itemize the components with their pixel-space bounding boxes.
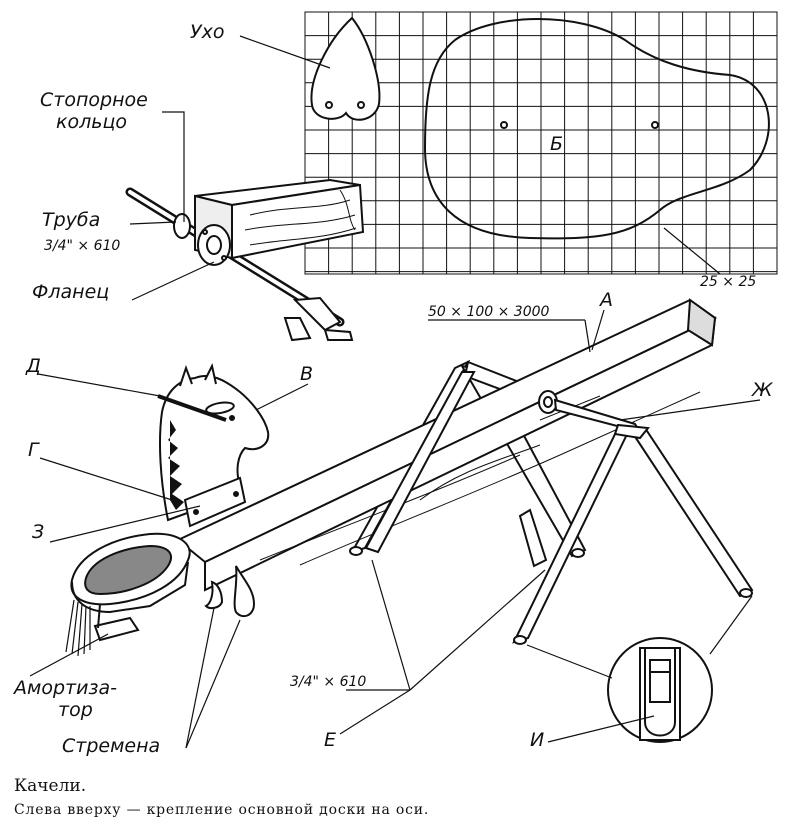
label-stirrups: Стремена [62,735,160,757]
label-leg-size: 3/4" × 610 [290,674,366,690]
caption-subtitle: Слева вверху — крепление основной доски … [14,802,430,818]
seesaw-front-legs [364,371,548,568]
label-pipe: Труба [42,209,100,231]
leader-lines [29,35,761,749]
label-a: А [598,289,613,311]
label-shock-absorber-2: тор [58,699,93,721]
label-zh: Ж [751,379,774,401]
label-z: З [32,521,44,543]
seat [65,532,191,657]
axle-mount-detail [125,178,365,342]
leg-end-detail [607,637,713,743]
label-board-size: 50 × 100 × 3000 [428,304,550,320]
horse-head [157,363,270,528]
label-pipe-size: 3/4" × 610 [44,238,120,254]
label-v: В [300,363,313,385]
label-i: И [530,729,544,751]
stirrups [204,565,256,618]
label-flange: Фланец [32,281,109,303]
label-retaining-ring-1: Стопорное [40,89,148,111]
axle [538,390,650,440]
labels: Ухо Стопорное кольцо Труба 3/4" × 610 Фл… [12,21,774,757]
label-shock-absorber-1: Амортиза- [12,677,117,699]
pattern-grid [304,11,778,275]
ear-pattern [310,16,381,121]
label-grid-size: 25 × 25 [700,274,756,290]
label-b: Б [550,133,563,155]
label-e: Е [324,729,336,751]
seat-pattern [423,18,770,240]
label-g: Г [28,439,40,461]
label-retaining-ring-2: кольцо [56,111,127,133]
label-ear: Ухо [190,21,224,43]
label-d: Д [25,355,41,377]
caption-title: Качели. [14,776,87,796]
